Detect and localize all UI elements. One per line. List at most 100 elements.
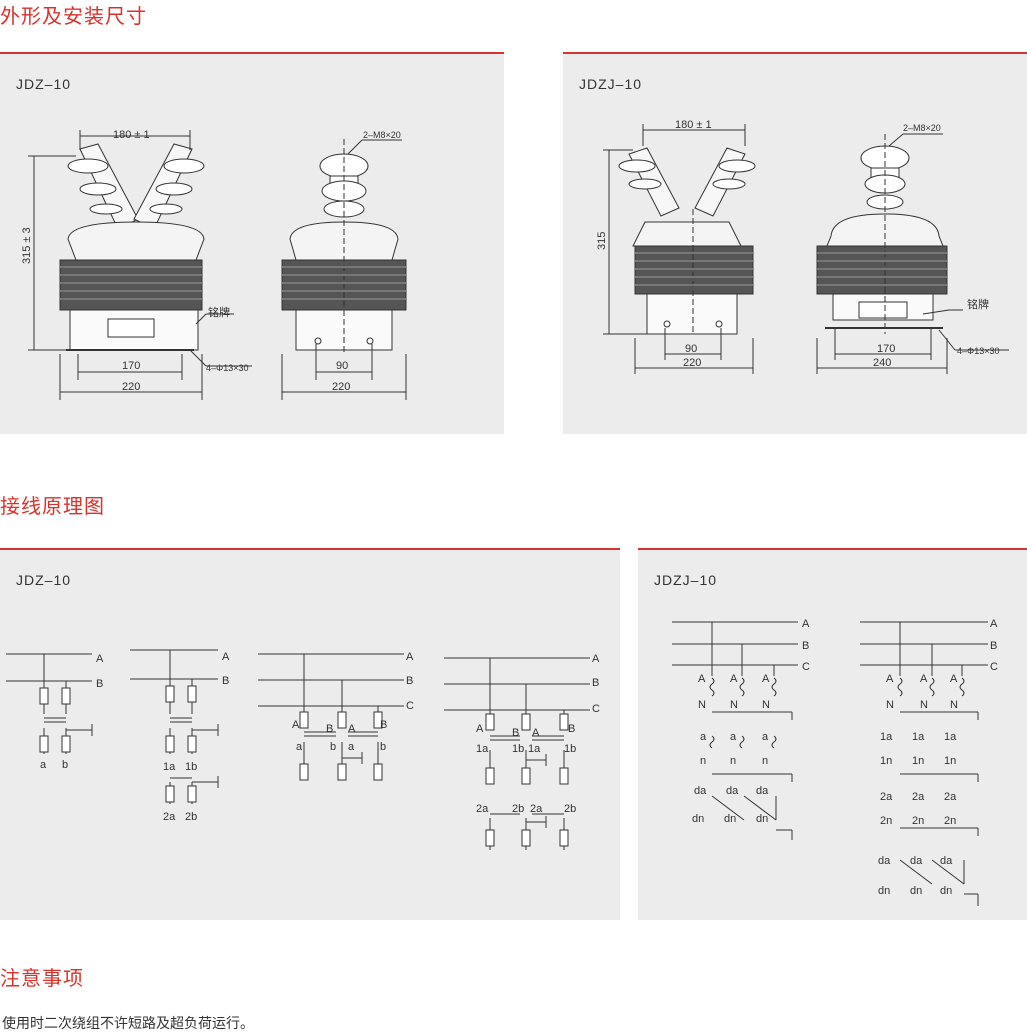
jdzj-side-dim-170: 170 [877,343,895,355]
jdzj-dimension-panel: JDZJ–10 [563,52,1027,434]
d3-label-A: A [406,651,414,663]
j1-label-pA3: A [762,673,770,685]
d2-label-2b: 2b [185,811,197,823]
j2-label-dn: dn [878,885,890,897]
j1-label-pA: A [698,673,706,685]
j1-label-C: C [802,661,810,673]
jdz-side-dim-90: 90 [336,360,348,372]
j2-label-1n3: 1n [944,755,956,767]
d3-label-sa2: a [348,741,355,753]
j2-label-2a: 2a [880,791,893,803]
jdzj-wiring-model-label: JDZJ–10 [654,572,718,588]
jdz-screw-label: 2–M8×20 [363,130,401,140]
d3-label-sb2: b [380,741,386,753]
j1-label-dn3: dn [756,813,768,825]
jdz-nameplate-label: 铭牌 [208,305,230,319]
j1-label-da3: da [756,785,769,797]
d2-label-1b: 1b [185,761,197,773]
j1-label-N3: N [762,699,770,711]
jdzj-holes-label: 4–Φ13×30 [957,346,999,356]
jdzj-screw-label: 2–M8×20 [903,123,941,133]
d4-label-pB: B [512,727,519,739]
j2-label-1a2: 1a [912,731,925,743]
jdzj-dim-315: 315 [596,232,608,250]
d4-label-2b: 2b [512,803,524,815]
d2-label-A: A [222,651,230,663]
jdzj-side-dim-240: 240 [873,357,891,369]
d4-label-1a: 1a [476,743,489,755]
d3-label-pA2: A [348,723,356,735]
jdzj-dim-180: 180 ± 1 [675,119,712,131]
j2-label-da3: da [940,855,953,867]
j1-label-da2: da [726,785,739,797]
d4-label-2a2: 2a [530,803,543,815]
jdzj-dim-220: 220 [683,357,701,369]
j1-label-A: A [802,618,810,630]
d3-label-sb: b [330,741,336,753]
j2-label-B: B [990,640,997,652]
d3-label-sa: a [296,741,303,753]
jdz-holes-label: 4–Φ13×30 [206,363,248,373]
j2-label-2n3: 2n [944,815,956,827]
jdz-dim-170: 170 [122,360,140,372]
j1-label-n2: n [730,755,736,767]
d3-label-pB2: B [380,719,387,731]
d2-label-1a: 1a [163,761,176,773]
d4-label-1b: 1b [512,743,524,755]
j2-label-N2: N [920,699,928,711]
j2-label-1n2: 1n [912,755,924,767]
jdz-side-dim-220: 220 [332,381,350,393]
j2-label-da: da [878,855,891,867]
d3-label-pA: A [292,719,300,731]
j2-label-N3: N [950,699,958,711]
d4-label-pA: A [476,723,484,735]
j2-label-1a: 1a [880,731,893,743]
d1-label-b: b [62,759,68,771]
j1-label-dn: dn [692,813,704,825]
j1-label-a3: a [762,731,769,743]
jdz-wiring-diagram: A B a b A B 1a 1b 2a 2b A B C A B A B a … [6,649,600,850]
jdzj-wiring-panel: JDZJ–10 [638,548,1027,920]
jdzj-nameplate-label: 铭牌 [967,297,989,311]
jdz-dim-220: 220 [122,381,140,393]
d3-label-B: B [406,675,413,687]
jdz-wiring-model-label: JDZ–10 [16,572,72,588]
j1-label-a2: a [730,731,737,743]
j2-label-2n2: 2n [912,815,924,827]
j2-label-dn3: dn [940,885,952,897]
dimensions-section-title: 外形及安装尺寸 [0,4,147,28]
jdzj-model-label: JDZJ–10 [579,76,643,92]
d3-label-C: C [406,700,414,712]
d4-label-pA2: A [532,727,540,739]
wiring-section-title: 接线原理图 [0,494,105,518]
j2-label-A: A [990,618,998,630]
jdz-dimension-panel: JDZ–10 [0,52,504,434]
jdzj-dim-90: 90 [685,343,697,355]
d2-label-B: B [222,675,229,687]
j2-label-2a2: 2a [912,791,925,803]
d3-label-pB: B [326,723,333,735]
j1-label-dn2: dn [724,813,736,825]
j2-label-N: N [886,699,894,711]
j2-label-C: C [990,661,998,673]
jdzj-outline-drawing: 180 ± 1 315 90 220 铭牌 4–Φ13×30 2–M8×20 1… [596,119,1009,374]
d4-label-A: A [592,653,600,665]
j2-label-dn2: dn [910,885,922,897]
jdz-dim-180: 180 ± 1 [113,129,150,141]
jdz-model-label: JDZ–10 [16,76,72,92]
jdz-outline-drawing: 180 ± 1 315 ± 3 170 220 铭牌 4–Φ13×30 2–M8… [21,129,407,400]
d4-label-C: C [592,703,600,715]
j1-label-a: a [700,731,707,743]
j1-label-n: n [700,755,706,767]
j1-label-N2: N [730,699,738,711]
jdz-dim-315: 315 ± 3 [21,227,33,264]
j2-label-pA2: A [920,673,928,685]
j2-label-2a3: 2a [944,791,957,803]
j2-label-da2: da [910,855,923,867]
d4-label-pB2: B [568,723,575,735]
d4-label-1b2: 1b [564,743,576,755]
d4-label-2b2: 2b [564,803,576,815]
d4-label-1a2: 1a [528,743,541,755]
jdz-wiring-panel: JDZ–10 [0,548,620,920]
d1-label-B: B [96,678,103,690]
